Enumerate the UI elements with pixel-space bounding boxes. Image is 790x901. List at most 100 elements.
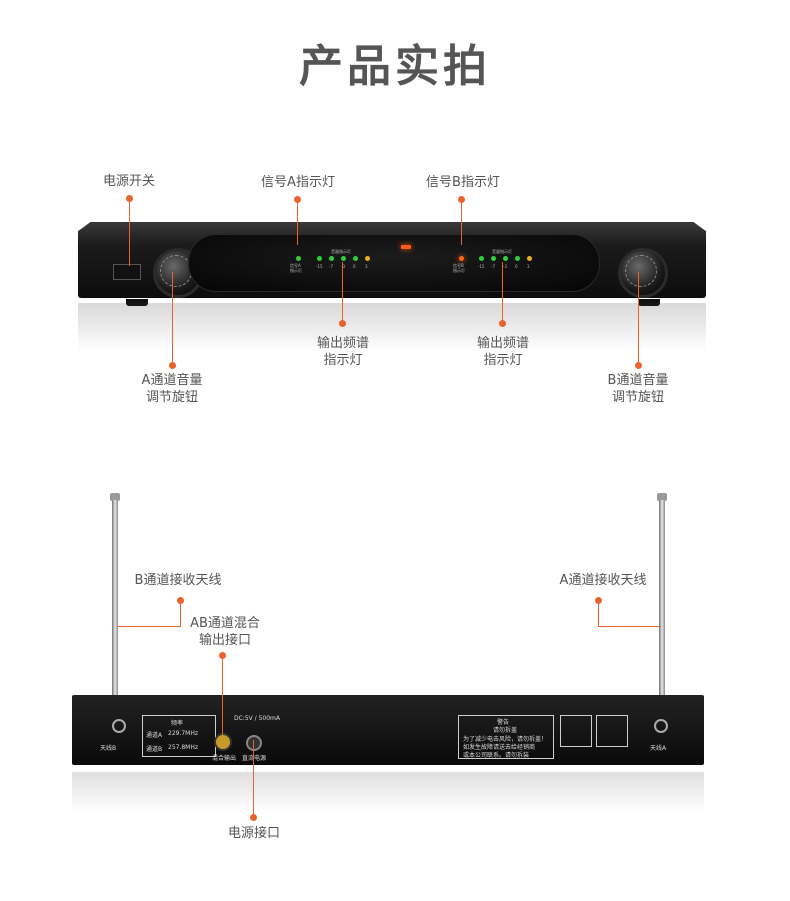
volume-knob-b[interactable] [618,248,668,298]
antenna-a [659,500,665,725]
callout-dot-output-b [499,320,506,327]
page-title: 产品实拍 [299,41,491,92]
callout-line-antenna-a-v [598,600,599,626]
meter-b-led-2 [491,256,496,261]
freq-a-value: 229.7MHz [168,730,199,737]
label-output-b-line1: 输出频谱 [476,336,529,351]
meter-b-scale-2: -7 [491,264,495,269]
callout-line-antenna-a-h [598,626,661,627]
antenna-b-tip [110,493,120,501]
meter-b-led-3 [503,256,508,261]
label-signal-a: 信号A指示灯 [261,175,335,190]
rear-reflection [72,772,704,812]
freq-b-value: 257.8MHz [168,744,199,751]
meter-a-led-1 [317,256,322,261]
dc-in-text: 直流电源 [242,755,267,762]
warning-line4: 或本公司联系。请勿拆装 [463,752,530,759]
label-power-switch: 电源开关 [102,174,155,189]
meter-b-scale-1: -15 [478,264,485,269]
callout-line-output-a [342,262,343,322]
meter-a-scale-1: -15 [316,264,323,269]
meter-a-led-4 [353,256,358,261]
label-signal-b: 信号B指示灯 [426,175,500,190]
label-vol-a-line2: 调节旋钮 [145,390,198,405]
antenna-a-tip [657,493,667,501]
callout-line-power-port [253,740,254,816]
display-panel: 信号A 指示灯 音量指示灯 -15 -7 -3 0 3 信号B 指示灯 音量指示… [188,234,600,292]
freq-ch-a: 通道A [146,732,163,739]
antenna-a-connector[interactable] [654,719,668,733]
warning-line1: 请勿拆盖 [493,727,518,734]
callout-line-vol-b [638,272,639,364]
callout-line-signal-b [461,199,462,245]
label-mix-line2: 输出接口 [198,633,251,648]
meter-b-title: 音量指示灯 [492,249,512,254]
meter-b-scale-4: 0 [515,264,518,269]
warning-label: 警告 请勿拆盖 为了减少电击风险，请勿拆盖！ 如发生故障请送去给经销商 或本公司… [458,715,554,759]
front-foot-left [126,299,148,306]
label-power-port: 电源接口 [227,826,280,841]
label-antenna-b: B通道接收天线 [134,573,222,588]
label-vol-a-line1: A通道音量 [141,373,203,388]
meter-b-led-1 [479,256,484,261]
front-foot-right [638,299,660,306]
warning-line2: 为了减少电击风险，请勿拆盖！ [463,736,548,743]
freq-title: 频率 [171,720,184,727]
meter-b-scale-3: -3 [503,264,507,269]
power-switch[interactable] [113,264,141,280]
label-output-a-line2: 指示灯 [323,353,363,368]
callout-dot-vol-a [169,362,176,369]
recycle-icon [560,715,592,747]
label-vol-b-line1: B通道音量 [607,373,669,388]
callout-line-vol-a [172,272,173,364]
antenna-b-connector[interactable] [112,719,126,733]
meter-b-led-4 [515,256,520,261]
freq-ch-b: 通道B [146,746,163,753]
antenna-b [112,500,118,725]
receiver-front-panel: 信号A 指示灯 音量指示灯 -15 -7 -3 0 3 信号B 指示灯 音量指示… [78,222,706,306]
front-reflection [78,303,706,351]
power-led [401,245,411,249]
meter-a-led-3 [341,256,346,261]
callout-line-output-b [502,262,503,322]
callout-dot-power-port [250,814,257,821]
callout-line-power-switch [129,198,130,266]
label-antenna-a: A通道接收天线 [559,573,647,588]
label-output-b-line2: 指示灯 [483,353,523,368]
signal-a-text1: 信号A [290,263,301,268]
callout-dot-vol-b [635,362,642,369]
label-mix-line1: AB通道混合 [190,616,260,631]
signal-b-text1: 信号B [453,263,464,268]
meter-b-scale-5: 3 [527,264,530,269]
meter-a-scale-2: -7 [329,264,333,269]
callout-line-mix [222,655,223,735]
warning-line3: 如发生故障请送去给经销商 [463,744,536,751]
meter-a-scale-5: 3 [365,264,368,269]
front-chassis: 信号A 指示灯 音量指示灯 -15 -7 -3 0 3 信号B 指示灯 音量指示… [78,222,706,298]
frequency-table: 频率 通道A 229.7MHz 通道B 257.8MHz [142,715,216,757]
mix-output-jack[interactable] [214,733,232,751]
signal-a-text2: 指示灯 [290,268,302,273]
meter-b-led-5 [527,256,532,261]
receiver-rear-panel: 天线B 天线A 频率 通道A 229.7MHz 通道B 257.8MHz 混合输… [72,695,704,765]
callout-line-antenna-b-h [118,626,181,627]
meter-a-title: 音量指示灯 [331,249,351,254]
warning-title: 警告 [497,719,510,726]
signal-b-led [459,256,464,261]
dc-spec-text: DC:5V / 500mA [234,715,280,722]
signal-a-led [296,256,301,261]
dc-power-jack[interactable] [246,735,262,751]
meter-a-scale-3: -3 [341,264,345,269]
meter-a-led-5 [365,256,370,261]
label-vol-b-line2: 调节旋钮 [611,390,664,405]
callout-dot-output-a [339,320,346,327]
mix-output-text: 混合输出 [212,755,237,762]
meter-a-led-2 [329,256,334,261]
certification-icon [596,715,628,747]
meter-a-scale-4: 0 [353,264,356,269]
rear-ant-a-text: 天线A [650,745,667,752]
callout-line-antenna-b-v [180,600,181,626]
label-output-a-line1: 输出频谱 [316,336,369,351]
callout-line-signal-a [297,199,298,245]
signal-b-text2: 指示灯 [453,268,465,273]
